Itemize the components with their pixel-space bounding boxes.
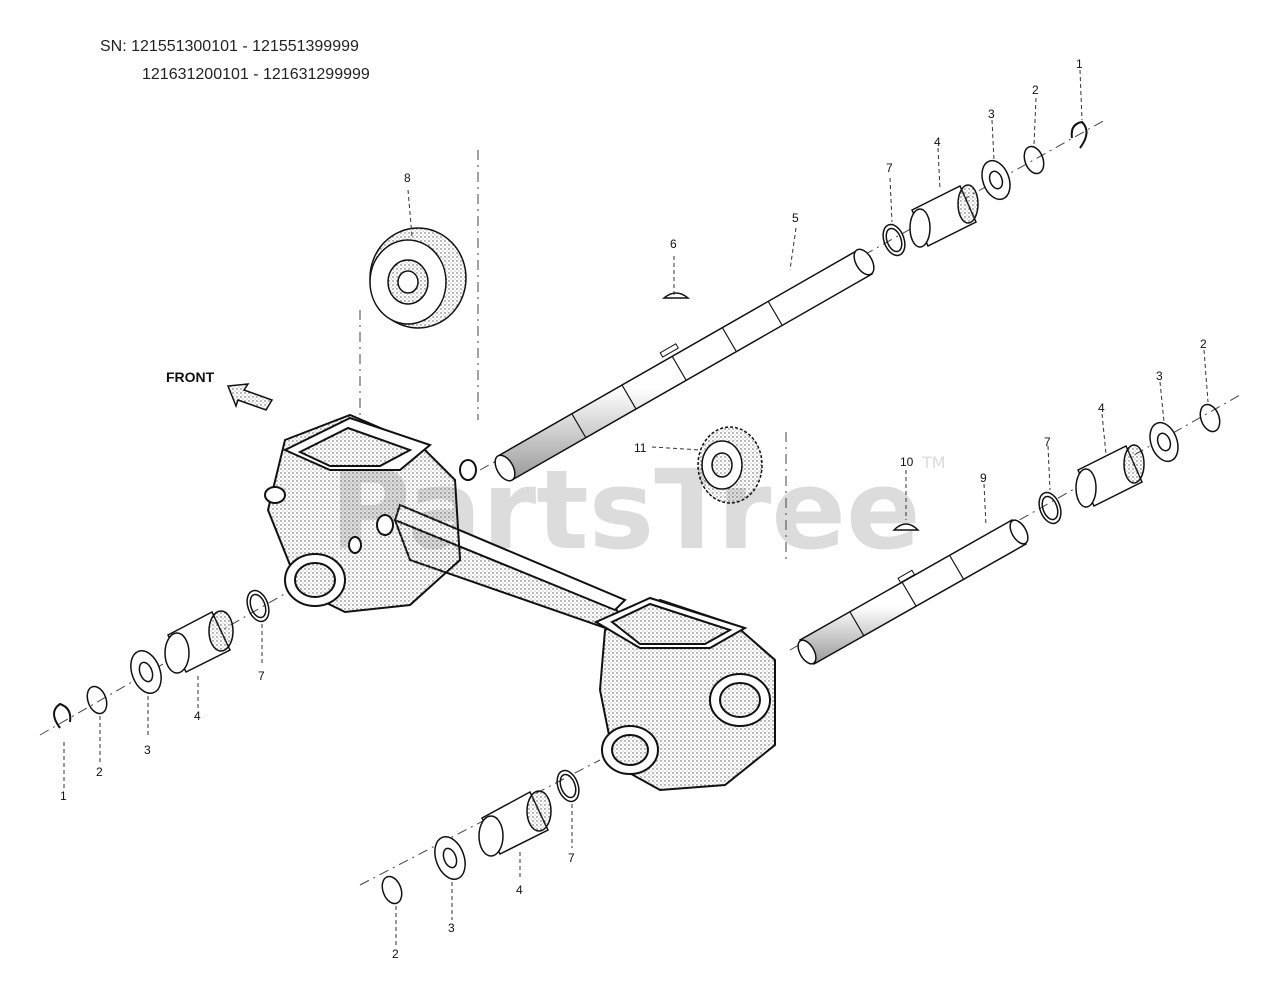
watermark-trademark: TM (921, 453, 946, 472)
callout-4-right: 4 (1098, 401, 1105, 415)
gear-small (697, 426, 763, 504)
callout-3-right: 3 (1156, 369, 1163, 383)
callout-2-upper: 2 (1032, 83, 1039, 97)
callout-11: 11 (634, 441, 647, 455)
callout-4-upper: 4 (934, 135, 941, 149)
retaining-rings (53, 120, 1221, 905)
bushing-bottom (478, 790, 552, 857)
callout-8: 8 (404, 171, 411, 185)
callout-7-bottom: 7 (568, 851, 575, 865)
callout-2-bottom: 2 (392, 947, 399, 961)
callout-2-left: 2 (96, 765, 103, 779)
callout-9: 9 (980, 471, 987, 485)
callout-7-left: 7 (258, 669, 265, 683)
callout-4-bottom: 4 (516, 883, 523, 897)
bushing-lower-right (1075, 444, 1145, 508)
washers-3 (130, 159, 1179, 880)
axle-shaft-lower (797, 518, 1029, 666)
bushing-upper-right (909, 184, 979, 248)
callout-7-upper: 7 (886, 161, 893, 175)
leader-lines (63, 69, 1209, 946)
axle-shaft-upper (494, 248, 875, 482)
callout-5: 5 (792, 211, 799, 225)
callout-3-left: 3 (144, 743, 151, 757)
front-arrow (226, 383, 274, 411)
callout-1-upper: 1 (1076, 57, 1083, 71)
front-label: FRONT (166, 369, 215, 385)
transaxle-housing (264, 413, 776, 792)
callout-6: 6 (670, 237, 677, 251)
bushing-left (164, 610, 234, 674)
washers-7 (246, 223, 1062, 803)
callout-10: 10 (900, 455, 914, 469)
gear-large (369, 227, 467, 329)
serial-number-line-2: 121631200101 - 121631299999 (142, 66, 370, 83)
callout-7-right: 7 (1044, 435, 1051, 449)
callout-3-upper: 3 (988, 107, 995, 121)
callout-2-right: 2 (1200, 337, 1207, 351)
callout-4-left: 4 (194, 709, 201, 723)
serial-number-line-1: SN: 121551300101 - 121551399999 (100, 38, 359, 55)
woodruff-key-upper (661, 292, 691, 299)
woodruff-key-lower (892, 523, 920, 531)
callout-3-bottom: 3 (448, 921, 455, 935)
callout-1-left: 1 (60, 789, 67, 803)
